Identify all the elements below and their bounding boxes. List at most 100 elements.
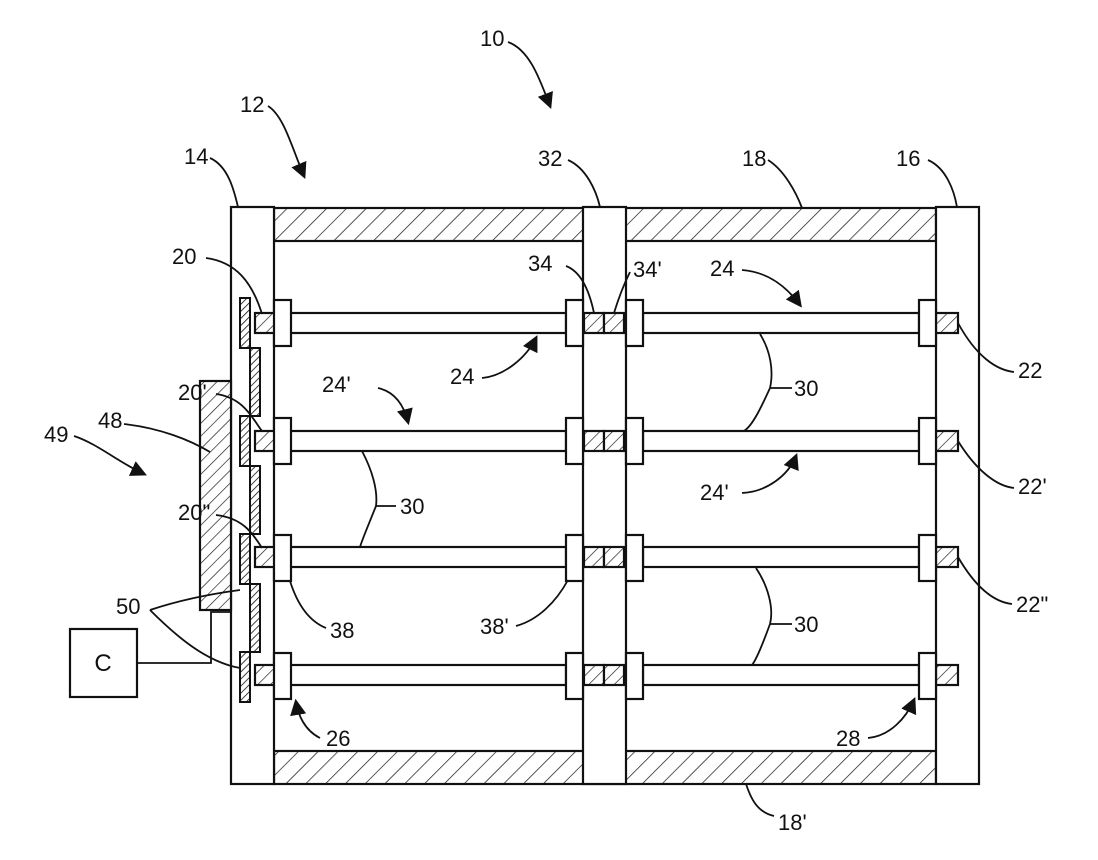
rod-end (255, 313, 275, 333)
bracket (626, 535, 643, 581)
label-34: 34 (528, 251, 552, 276)
label-24-mid: 24 (450, 364, 474, 389)
leader-12 (268, 106, 304, 176)
leader-18 (768, 160, 802, 208)
bracket (566, 535, 583, 581)
rod-end (255, 431, 275, 451)
actuator-strip (250, 466, 260, 534)
leader-50b (150, 610, 240, 668)
label-26: 26 (326, 726, 350, 751)
label-12: 12 (240, 92, 264, 117)
rod-end (255, 665, 275, 685)
bracket (274, 653, 291, 699)
label-20: 20 (172, 244, 196, 269)
actuator-strip (240, 652, 250, 702)
label-14: 14 (184, 144, 208, 169)
leader-48 (124, 424, 210, 452)
label-38p: 38' (480, 614, 509, 639)
actuator-strip (240, 534, 250, 584)
leader-18p (746, 784, 774, 816)
leader-32 (568, 160, 600, 207)
label-30-mid: 30 (400, 494, 424, 519)
rod (643, 547, 919, 567)
leader-49 (74, 436, 144, 474)
right-post (936, 207, 979, 784)
rod-end (604, 547, 624, 567)
label-20p: 20' (178, 380, 207, 405)
leader-38 (290, 581, 326, 628)
leader-16 (928, 160, 957, 207)
rod-end (255, 547, 275, 567)
label-48: 48 (98, 408, 122, 433)
leader-24p-left (378, 388, 408, 422)
actuator-block (200, 381, 231, 610)
actuator-strip (240, 416, 250, 466)
label-10: 10 (480, 26, 504, 51)
label-49: 49 (44, 422, 68, 447)
label-16: 16 (896, 146, 920, 171)
controller-wire (137, 612, 231, 663)
bracket (626, 300, 643, 346)
label-18p: 18' (778, 810, 807, 835)
label-22: 22 (1018, 358, 1042, 383)
rod (290, 313, 566, 333)
actuator-strip (250, 584, 260, 652)
bracket (626, 653, 643, 699)
rod (643, 431, 919, 451)
bracket (919, 300, 936, 346)
leader-24p-right (742, 456, 796, 493)
rod (290, 547, 566, 567)
rod (290, 665, 566, 685)
label-22pp: 22" (1016, 592, 1048, 617)
label-24p-left: 24' (322, 372, 351, 397)
rod-end (584, 547, 604, 567)
rod-end (584, 313, 604, 333)
bracket (919, 418, 936, 464)
leader-30-bot (752, 568, 771, 665)
leader-38p (516, 580, 568, 626)
bracket (566, 418, 583, 464)
rod-end (936, 431, 958, 451)
label-30-bot: 30 (794, 612, 818, 637)
label-32: 32 (538, 146, 562, 171)
leader-26 (296, 702, 320, 738)
label-20pp: 20" (178, 500, 210, 525)
rod (643, 665, 919, 685)
label-28: 28 (836, 726, 860, 751)
bracket (919, 535, 936, 581)
controller-label: C (94, 650, 111, 677)
label-30-top: 30 (794, 376, 818, 401)
rod-end (936, 665, 958, 685)
bracket (626, 418, 643, 464)
rod-end (584, 431, 604, 451)
actuator-strip (250, 348, 260, 416)
leader-10 (508, 42, 550, 106)
bracket (566, 653, 583, 699)
rod (643, 313, 919, 333)
bracket (274, 300, 291, 346)
actuator-strip (240, 298, 250, 348)
rod-end (936, 547, 958, 567)
rod-end (604, 313, 624, 333)
rod-end (584, 665, 604, 685)
leader-30-mid (360, 451, 376, 547)
label-24-top: 24 (710, 256, 734, 281)
leader-30-top (744, 334, 772, 431)
label-24p-right: 24' (700, 480, 729, 505)
leader-24-top (742, 270, 800, 305)
rod-end (604, 431, 624, 451)
bracket (566, 300, 583, 346)
rod-end (936, 313, 958, 333)
bracket (274, 418, 291, 464)
label-22p: 22' (1018, 474, 1047, 499)
rod-end (604, 665, 624, 685)
label-50: 50 (116, 594, 140, 619)
label-38: 38 (330, 618, 354, 643)
leader-24-mid (482, 338, 536, 378)
leader-28 (868, 700, 914, 738)
leader-14 (210, 158, 238, 207)
bracket (274, 535, 291, 581)
bracket (919, 653, 936, 699)
rod (290, 431, 566, 451)
